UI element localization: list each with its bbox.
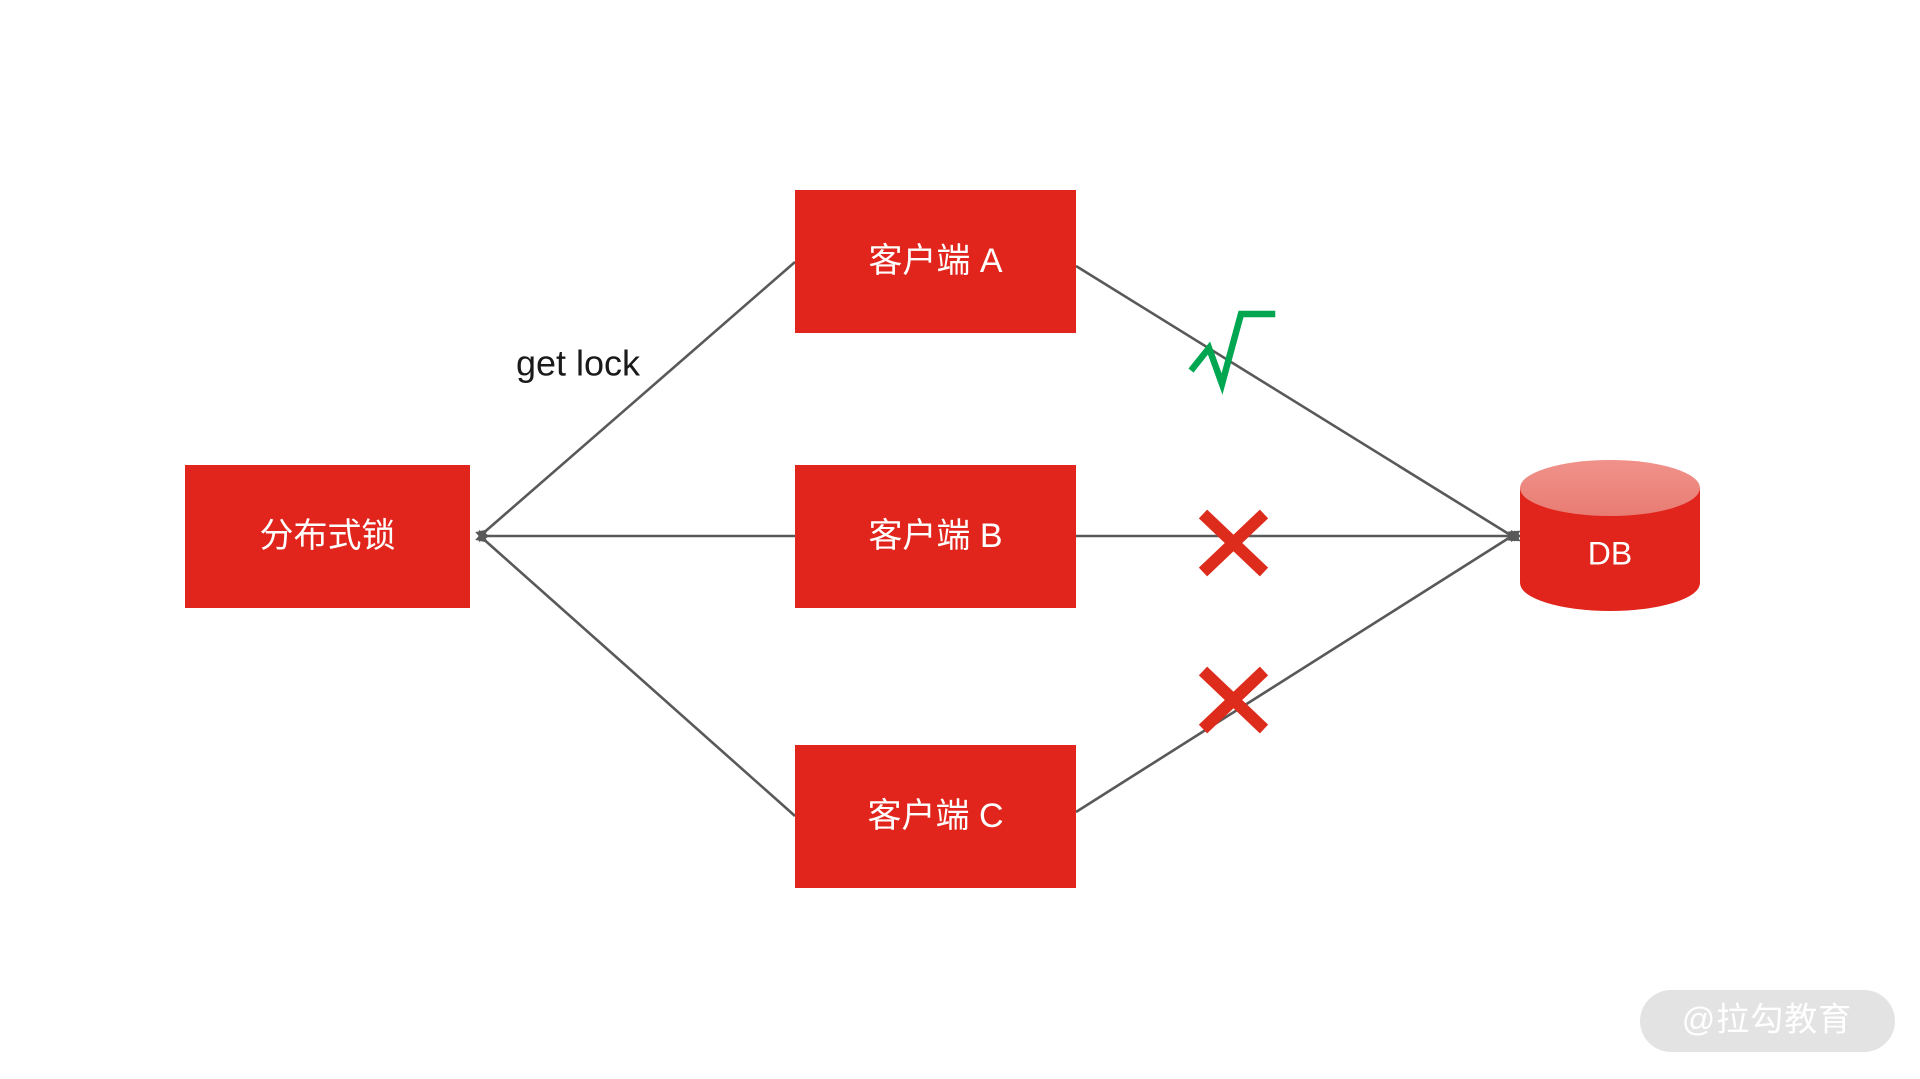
check-icon: [1188, 310, 1276, 395]
node-database[interactable]: DB: [1520, 460, 1700, 611]
cross-icon-client-b: [1198, 509, 1269, 577]
node-distributed-lock-label: 分布式锁: [260, 517, 396, 555]
watermark-pill: [1640, 990, 1895, 1052]
node-distributed-lock[interactable]: 分布式锁: [185, 465, 470, 608]
edge-group-clients-to-db: [1075, 264, 1522, 814]
edge-label-get-lock: get lock: [516, 343, 641, 384]
edge-clientC-db: [1075, 530, 1521, 814]
node-client-b-box: [795, 465, 1076, 608]
edge-clientA-db: [1075, 264, 1521, 542]
node-client-a[interactable]: 客户端 A: [795, 190, 1076, 333]
node-client-b-label: 客户端 B: [868, 517, 1002, 555]
database-cylinder-top: [1520, 460, 1700, 516]
edge-lock-clientC: [475, 530, 796, 817]
node-client-c-box: [795, 745, 1076, 888]
watermark-label: @拉勾教育: [1682, 1001, 1853, 1038]
cross-icon-client-c: [1198, 666, 1269, 734]
edge-group-lock-to-clients: [475, 261, 796, 817]
node-distributed-lock-box: [185, 465, 470, 608]
node-client-c[interactable]: 客户端 C: [795, 745, 1076, 888]
node-client-b[interactable]: 客户端 B: [795, 465, 1076, 608]
node-client-a-box: [795, 190, 1076, 333]
node-database-label: DB: [1588, 535, 1632, 571]
node-client-a-label: 客户端 A: [868, 242, 1002, 280]
database-cylinder-body: [1520, 488, 1700, 611]
edge-lock-clientA: [475, 261, 796, 542]
watermark: @拉勾教育: [1640, 990, 1895, 1052]
node-client-c-label: 客户端 C: [868, 797, 1004, 835]
